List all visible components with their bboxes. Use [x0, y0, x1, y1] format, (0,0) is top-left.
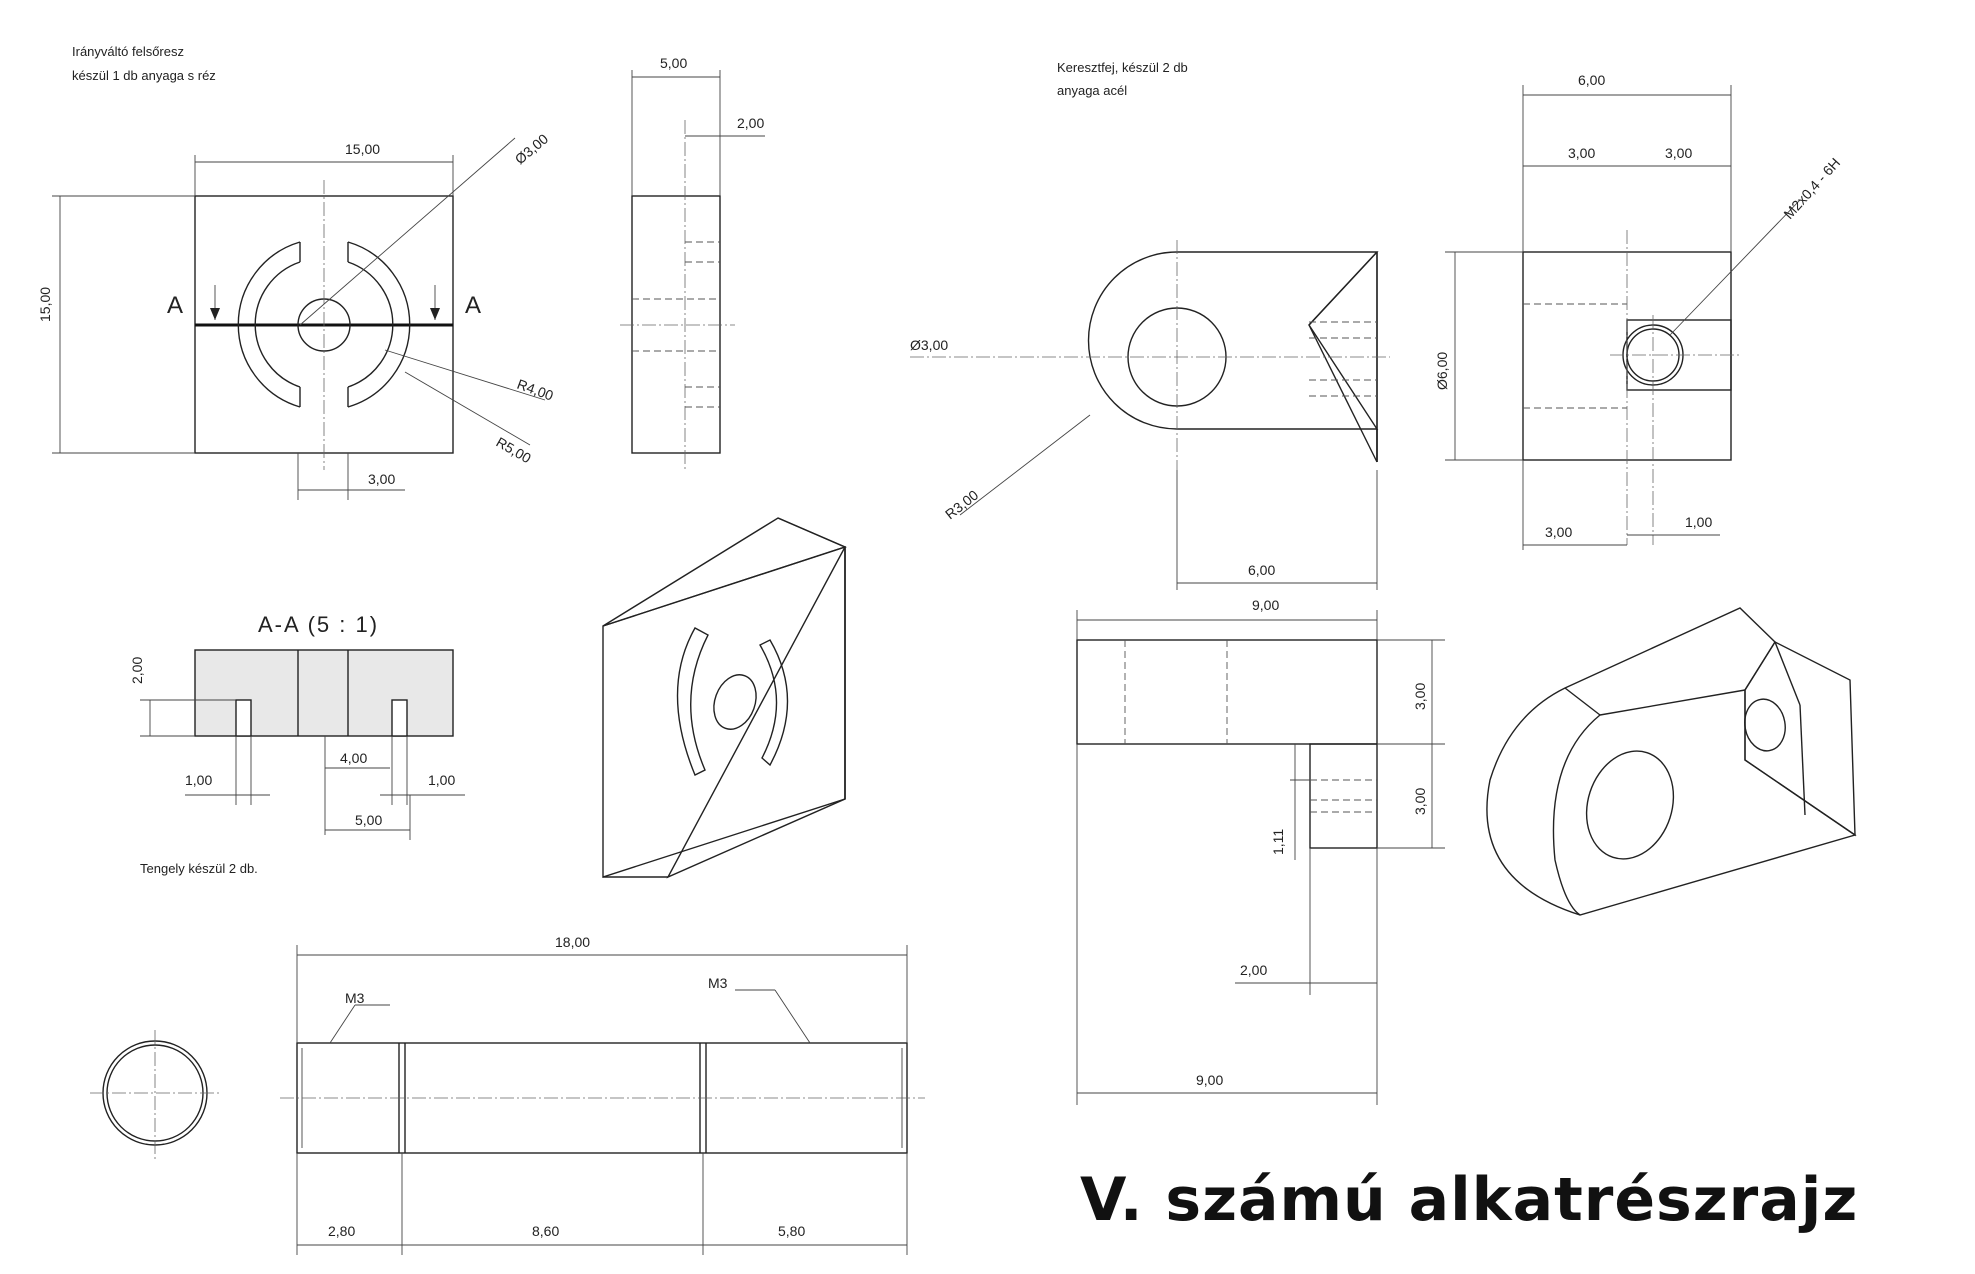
shaft-seg2-dim: 8,60 [532, 1223, 559, 1239]
section-inner-dim: 4,00 [340, 750, 367, 766]
part2-len9-top-dim: 9,00 [1252, 597, 1279, 613]
shaft-total-dim: 18,00 [555, 934, 590, 950]
part2-front-2-dim: 2,00 [1240, 962, 1267, 978]
part1-width-dim: 15,00 [345, 141, 380, 157]
part2-half-left-dim: 3,00 [1568, 145, 1595, 161]
part2-bottom-right-dim: 1,00 [1685, 514, 1712, 530]
part2-radius-dim: R3,00 [942, 487, 981, 523]
drawing-title: V. számú alkatrészrajz [1080, 1165, 1858, 1235]
part2-isometric-view [1486, 607, 1857, 916]
cut-mark-left: A [167, 292, 183, 319]
section-left-gap-dim: 1,00 [185, 772, 212, 788]
part2-front-h2-dim: 3,00 [1412, 788, 1428, 815]
part1-slot-dim: 3,00 [368, 471, 395, 487]
part2-end-view [1445, 85, 1801, 550]
shaft-end-view [90, 1030, 220, 1160]
part1-side-step-dim: 2,00 [737, 115, 764, 131]
part2-front-len-dim: 9,00 [1196, 1072, 1223, 1088]
shaft-thread-right: M3 [708, 975, 728, 991]
part2-half-right-dim: 3,00 [1665, 145, 1692, 161]
part2-note-line1: Keresztfej, készül 2 db [1057, 60, 1188, 75]
section-label: A-A (5 : 1) [258, 612, 379, 637]
part1-hole-dim: Ø3,00 [512, 130, 552, 167]
part1-dimension-lines [52, 137, 546, 500]
cut-mark-right: A [465, 292, 481, 319]
part1-front-view [194, 180, 454, 470]
section-outer-dim: 5,00 [355, 812, 382, 828]
part2-end-width-dim: 6,00 [1578, 72, 1605, 88]
part2-front-h1-dim: 3,00 [1412, 683, 1428, 710]
part1-note-line2: készül 1 db anyaga s réz [72, 68, 216, 83]
part1-r-inner-dim: R4,00 [515, 376, 556, 404]
part1-side-view [620, 70, 765, 470]
part2-bottom-left-dim: 3,00 [1545, 524, 1572, 540]
part1-side-width-dim: 5,00 [660, 55, 687, 71]
part1-note-line1: Irányváltó felsőresz [72, 44, 184, 59]
part1-r-outer-dim: R5,00 [494, 434, 535, 467]
part2-note-line2: anyaga acél [1057, 83, 1127, 98]
part2-thread-dim: M2x0,4 - 6H [1780, 155, 1843, 222]
part1-height-dim: 15,00 [37, 287, 53, 322]
part2-top-view [910, 240, 1390, 590]
shaft-side-view [280, 945, 925, 1255]
shaft-seg3-dim: 5,80 [778, 1223, 805, 1239]
section-depth-dim: 2,00 [129, 657, 145, 684]
part2-front-view [1076, 610, 1445, 1105]
part3-note: Tengely készül 2 db. [140, 861, 258, 876]
section-right-gap-dim: 1,00 [428, 772, 455, 788]
shaft-seg1-dim: 2,80 [328, 1223, 355, 1239]
part2-end-dia-dim: Ø6,00 [1434, 352, 1450, 390]
part1-isometric-view [602, 517, 847, 879]
section-a-a-view [140, 649, 465, 840]
part2-hole-dim: Ø3,00 [910, 337, 948, 353]
part2-front-small-dim: 1,11 [1270, 829, 1286, 855]
shaft-thread-left: M3 [345, 990, 365, 1006]
part2-len6-dim: 6,00 [1248, 562, 1275, 578]
